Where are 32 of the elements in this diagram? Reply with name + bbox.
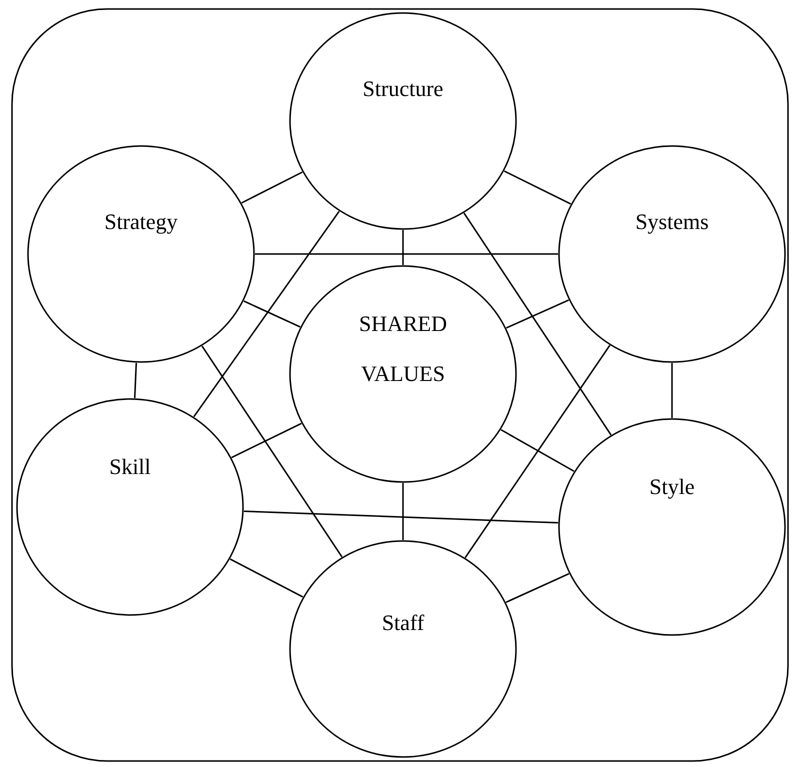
connector-line <box>402 230 404 265</box>
circle-node <box>558 418 786 636</box>
node-label: Skill <box>109 453 151 481</box>
connector-line <box>500 429 574 472</box>
circle-node <box>27 145 255 363</box>
connector-line <box>241 171 303 204</box>
connector-line <box>671 363 673 418</box>
connector-line <box>504 170 572 205</box>
connector-line <box>506 299 569 329</box>
node-label: Strategy <box>104 208 178 236</box>
connector-line <box>244 300 300 328</box>
node-label: Structure <box>362 75 444 103</box>
circle-node <box>289 540 517 758</box>
connector-line <box>402 483 404 540</box>
connector-line <box>193 210 340 418</box>
connector-line <box>231 422 302 458</box>
connector-line <box>464 344 610 558</box>
circle-node <box>289 265 517 483</box>
connector-line <box>255 253 558 255</box>
node-label: Staff <box>382 609 424 637</box>
connector-line <box>244 510 558 524</box>
circle-node <box>16 398 244 616</box>
node-label: SHARED VALUES <box>358 310 448 388</box>
connector-line <box>506 573 570 603</box>
connector-line <box>134 362 138 398</box>
connector-line <box>201 346 343 558</box>
connector-line <box>230 558 304 598</box>
connector-line <box>463 212 612 436</box>
circle-node <box>289 12 517 230</box>
circle-node <box>558 145 786 363</box>
node-label: Style <box>649 473 695 501</box>
node-label: Systems <box>635 208 709 236</box>
